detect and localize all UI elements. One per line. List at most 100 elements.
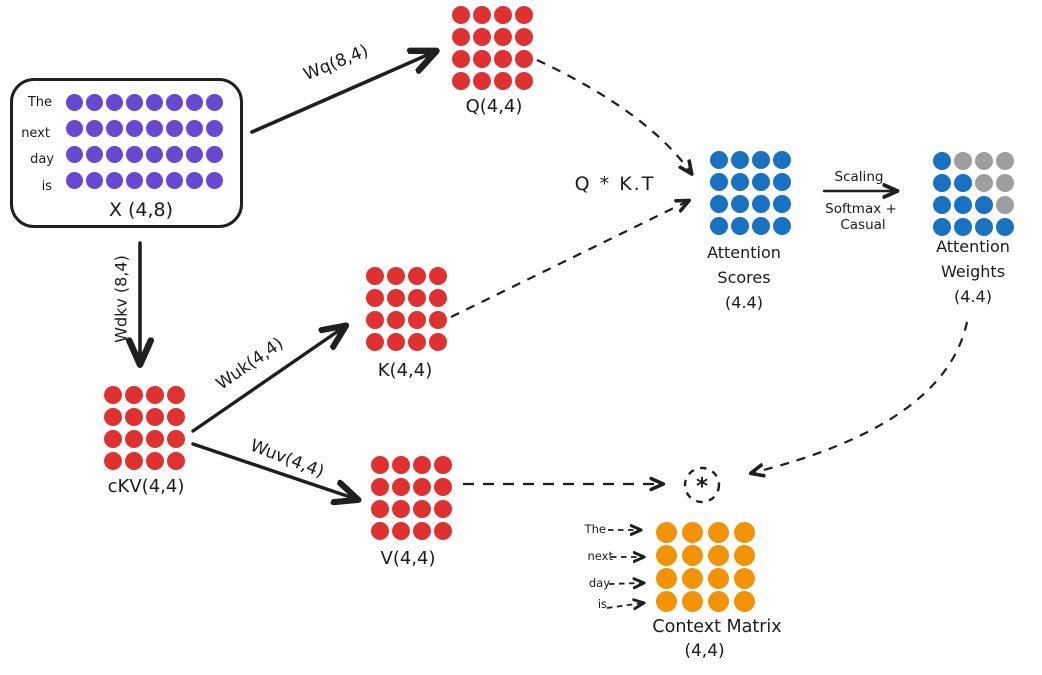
- attention-weights-caption-line3: (4.4): [954, 287, 992, 306]
- matrix-dot: [975, 152, 993, 170]
- matrix-dot: [125, 386, 143, 404]
- matrix-dot: [954, 152, 972, 170]
- k-caption: K(4,4): [377, 360, 433, 381]
- matrix-dot: [366, 311, 384, 329]
- v-caption: V(4,4): [380, 548, 436, 569]
- q-caption: Q(4,4): [465, 96, 523, 117]
- matrix-dot: [387, 267, 405, 285]
- matrix-dot: [166, 94, 183, 111]
- dashed-arrow-q-to-scores: [536, 59, 691, 173]
- matrix-dot: [996, 174, 1014, 192]
- matrix-dot: [408, 333, 426, 351]
- matrix-dot: [146, 430, 164, 448]
- attention-weights-caption-line2: Weights: [940, 262, 1006, 281]
- context-matrix: [656, 522, 755, 612]
- matrix-dot: [682, 522, 703, 543]
- arrow-x-to-q: [250, 52, 434, 134]
- matrix-dot: [413, 456, 431, 474]
- matrix-dot: [452, 28, 470, 46]
- matrix-dot: [734, 591, 755, 612]
- input-row-label-is: is: [41, 179, 52, 194]
- matrix-dot: [186, 146, 203, 163]
- q-matrix: [452, 6, 533, 90]
- matrix-dot: [515, 28, 533, 46]
- dashed-arrow-context-day: [608, 583, 643, 584]
- context-row-label-is: is: [597, 597, 607, 611]
- matrix-dot: [494, 6, 512, 24]
- input-row-label-day: day: [30, 152, 54, 167]
- matrix-dot: [387, 311, 405, 329]
- matrix-dot: [434, 456, 452, 474]
- input-row-label-next: next: [21, 126, 50, 141]
- matrix-dot: [773, 173, 791, 191]
- attention-weights-caption: Attention Weights (4.4): [911, 234, 1035, 309]
- matrix-dot: [146, 94, 163, 111]
- dashed-arrow-context-is: [606, 603, 643, 608]
- matrix-dot: [933, 152, 951, 170]
- matrix-dot: [66, 120, 83, 137]
- matrix-dot: [186, 94, 203, 111]
- matrix-dot: [473, 6, 491, 24]
- matrix-dot: [371, 478, 389, 496]
- matrix-dot: [408, 267, 426, 285]
- matrix-dot: [434, 478, 452, 496]
- attention-scores-caption: Attention Scores (4.4): [682, 240, 806, 315]
- matrix-dot: [126, 172, 143, 189]
- matrix-dot: [126, 120, 143, 137]
- matrix-dot: [66, 172, 83, 189]
- matrix-dot: [452, 6, 470, 24]
- matrix-dot: [473, 28, 491, 46]
- v-matrix: [371, 456, 452, 540]
- matrix-dot: [452, 50, 470, 68]
- matrix-dot: [86, 146, 103, 163]
- ckv-caption: cKV(4,4): [107, 476, 185, 497]
- matrix-dot: [413, 478, 431, 496]
- matrix-dot: [429, 289, 447, 307]
- matrix-dot: [146, 146, 163, 163]
- matrix-dot: [975, 174, 993, 192]
- matrix-dot: [731, 217, 749, 235]
- matrix-dot: [371, 500, 389, 518]
- matrix-dot: [86, 94, 103, 111]
- matrix-dot: [146, 120, 163, 137]
- wdkv-weight-label: Wdkv (8,4): [111, 255, 131, 343]
- x-caption: X (4,8): [108, 199, 174, 221]
- attention-scores-caption-line2: Scores: [717, 268, 771, 287]
- matrix-dot: [996, 196, 1014, 214]
- matrix-dot: [104, 430, 122, 448]
- qkt-operation-label: Q * K.T: [574, 173, 656, 195]
- matrix-dot: [413, 522, 431, 540]
- matrix-dot: [106, 172, 123, 189]
- scaling-label: Scaling: [834, 169, 884, 185]
- matrix-dot: [146, 452, 164, 470]
- matrix-dot: [392, 478, 410, 496]
- matrix-dot: [752, 195, 770, 213]
- context-row-label-the: The: [584, 522, 606, 536]
- input-token-box: [10, 78, 243, 228]
- matrix-dot: [452, 72, 470, 90]
- matrix-dot: [731, 151, 749, 169]
- matrix-dot: [86, 172, 103, 189]
- matrix-dot: [166, 120, 183, 137]
- matrix-dot: [66, 146, 83, 163]
- attention-weights-caption-line1: Attention: [936, 237, 1010, 256]
- matrix-dot: [710, 217, 728, 235]
- matrix-dot: [146, 408, 164, 426]
- matrix-dot: [126, 146, 143, 163]
- matrix-dot: [710, 151, 728, 169]
- matrix-dot: [146, 172, 163, 189]
- matrix-dot: [515, 6, 533, 24]
- matrix-dot: [146, 386, 164, 404]
- matrix-dot: [206, 172, 223, 189]
- matrix-dot: [429, 311, 447, 329]
- matrix-dot: [206, 120, 223, 137]
- matrix-dot: [186, 120, 203, 137]
- input-row-label-the: The: [27, 95, 52, 110]
- matrix-dot: [656, 568, 677, 589]
- matrix-dot: [708, 568, 729, 589]
- arrow-ckv-to-k: [191, 327, 344, 433]
- matrix-dot: [206, 94, 223, 111]
- matrix-dot: [494, 50, 512, 68]
